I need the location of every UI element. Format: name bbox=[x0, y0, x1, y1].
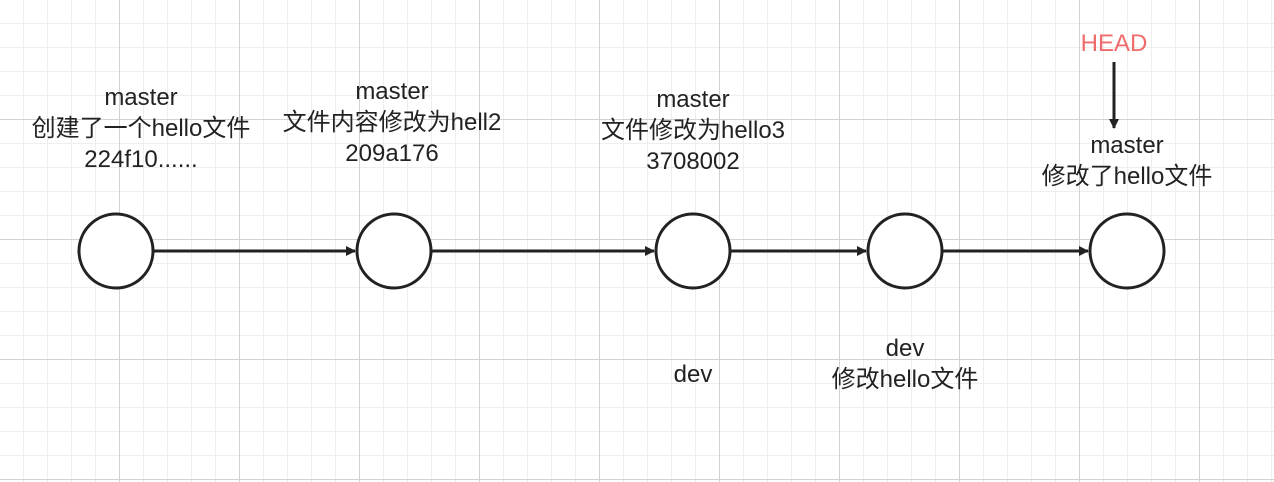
head-label: HEAD bbox=[1080, 30, 1148, 57]
branch-name: dev bbox=[673, 361, 713, 388]
commit-message: 修改了hello文件 bbox=[1041, 163, 1213, 190]
branch-label-c3: dev bbox=[674, 359, 713, 390]
branch-name: master bbox=[1090, 132, 1164, 159]
commit-node-c3 bbox=[654, 212, 732, 290]
commit-message: 文件内容修改为hell2 bbox=[282, 109, 502, 136]
commit-node-c1 bbox=[77, 212, 155, 290]
commit-hash: 209a176 bbox=[345, 140, 439, 167]
branch-name: dev bbox=[885, 335, 925, 362]
commit-message: 文件修改为hello3 bbox=[600, 117, 786, 144]
commit-node-c5 bbox=[1088, 212, 1166, 290]
commit-label-c2: master 文件内容修改为hell2 209a176 bbox=[283, 76, 502, 169]
commit-message: 修改hello文件 bbox=[831, 366, 979, 393]
commit-hash: 3708002 bbox=[646, 148, 740, 175]
commit-label-c5: master 修改了hello文件 bbox=[1042, 130, 1213, 192]
commit-label-c3: master 文件修改为hello3 3708002 bbox=[601, 84, 785, 177]
branch-name: master bbox=[355, 78, 429, 105]
commit-node-c4 bbox=[866, 212, 944, 290]
branch-name: master bbox=[104, 84, 178, 111]
commit-hash: 224f10...... bbox=[84, 146, 198, 173]
commit-label-c1: master 创建了一个hello文件 224f10...... bbox=[32, 82, 251, 175]
branch-name: master bbox=[656, 86, 730, 113]
branch-label-c4: dev 修改hello文件 bbox=[832, 333, 979, 395]
commit-node-c2 bbox=[355, 212, 433, 290]
commit-message: 创建了一个hello文件 bbox=[31, 115, 251, 142]
